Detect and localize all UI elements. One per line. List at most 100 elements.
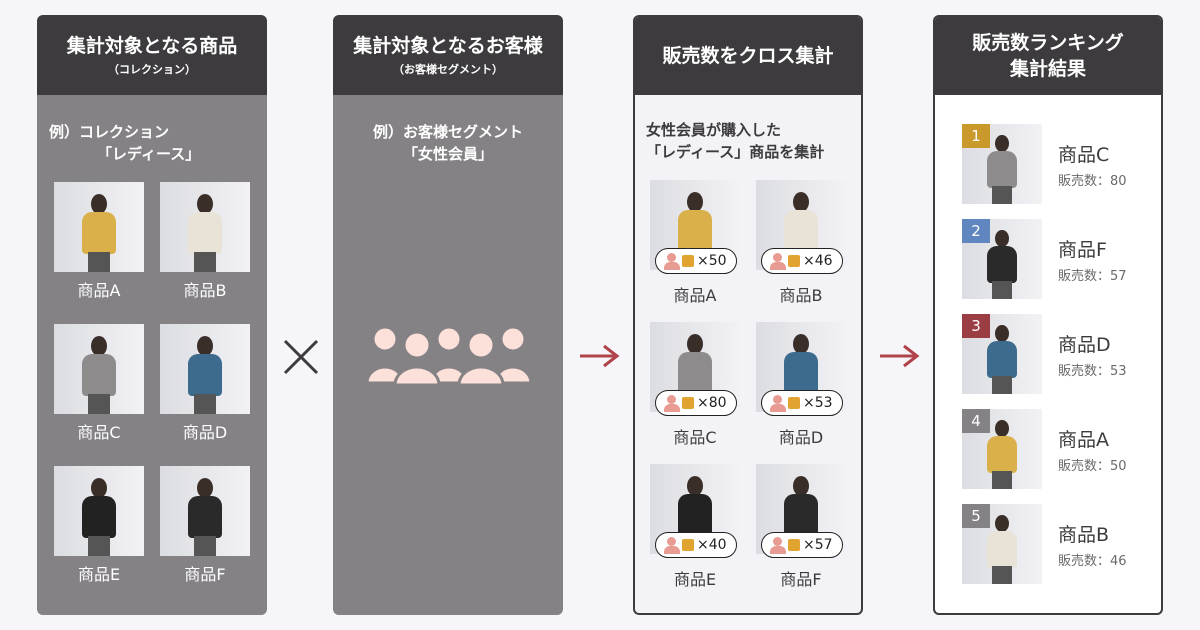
- segment-note: 例）お客様セグメント 「女性会員」: [333, 121, 563, 165]
- product-label: 商品A: [673, 286, 717, 305]
- model-head: [91, 194, 107, 214]
- collection-note: 例）コレクション 「レディース」: [49, 121, 200, 165]
- product-photo: [160, 182, 250, 272]
- model-head: [687, 334, 703, 354]
- product-photo: [54, 324, 144, 414]
- product-label: 商品B: [183, 281, 227, 300]
- segment-body: 例）お客様セグメント 「女性会員」: [333, 95, 563, 615]
- model-legs: [992, 281, 1012, 299]
- purchase-count-badge: ×40: [655, 532, 737, 558]
- model-shirt: [678, 494, 712, 536]
- model-shirt: [678, 210, 712, 252]
- ranking-title: 販売数ランキング: [972, 32, 1124, 54]
- purchase-count-badge: ×50: [655, 248, 737, 274]
- model-head: [793, 192, 809, 212]
- model-head: [994, 324, 1010, 343]
- model-shirt: [188, 496, 222, 538]
- model-shirt: [678, 352, 712, 394]
- model-shirt: [82, 212, 116, 254]
- product-label: 商品D: [182, 423, 228, 442]
- model-head: [793, 476, 809, 496]
- model-legs: [992, 376, 1012, 394]
- person-icon: [770, 537, 786, 554]
- product-label: 商品E: [673, 570, 717, 589]
- model-head: [687, 476, 703, 496]
- model-head: [793, 334, 809, 354]
- product-label: 商品E: [77, 565, 121, 584]
- model-legs: [992, 471, 1012, 489]
- cross-tab-note: 女性会員が購入した 「レディース」商品を集計: [646, 119, 824, 163]
- product-photo: [160, 324, 250, 414]
- model-head: [994, 229, 1010, 248]
- product-photo: [54, 466, 144, 556]
- purchase-count: ×53: [803, 395, 833, 411]
- model-shirt: [986, 530, 1018, 568]
- product-label: 商品D: [778, 428, 824, 447]
- model-shirt: [784, 210, 818, 252]
- rank-badge: 5: [962, 504, 990, 528]
- times-icon: [283, 339, 319, 375]
- product-label: 商品F: [780, 570, 822, 589]
- purchase-count-badge: ×53: [761, 390, 843, 416]
- model-legs: [194, 252, 216, 272]
- product-label: 商品B: [779, 286, 823, 305]
- rank-badge: 3: [962, 314, 990, 338]
- model-head: [197, 478, 213, 498]
- note-line: 例）コレクション: [49, 123, 170, 141]
- model-shirt: [82, 496, 116, 538]
- ranked-product-name: 商品C: [1058, 144, 1110, 166]
- model-head: [197, 336, 213, 356]
- segment-subtitle: （お客様セグメント）: [393, 63, 503, 76]
- cross-tab-title: 販売数をクロス集計: [662, 45, 834, 67]
- model-head: [994, 419, 1010, 438]
- model-head: [91, 336, 107, 356]
- segment-header: 集計対象となるお客様 （お客様セグメント）: [333, 15, 563, 95]
- shopping-bag-icon: [682, 539, 694, 551]
- model-head: [687, 192, 703, 212]
- collection-subtitle: （コレクション）: [108, 63, 196, 76]
- model-head: [197, 194, 213, 214]
- sales-count: 販売数：80: [1058, 174, 1127, 189]
- rank-badge: 1: [962, 124, 990, 148]
- collection-header: 集計対象となる商品 （コレクション）: [37, 15, 267, 95]
- model-legs: [88, 394, 110, 414]
- product-photo: [962, 409, 1042, 489]
- ranked-product-name: 商品F: [1058, 239, 1107, 261]
- segment-column: 集計対象となるお客様 （お客様セグメント） 例）お客様セグメント 「女性会員」: [333, 15, 563, 615]
- model-shirt: [82, 354, 116, 396]
- product-photo: [160, 466, 250, 556]
- product-label: 商品C: [673, 428, 717, 447]
- shopping-bag-icon: [788, 539, 800, 551]
- purchase-count: ×40: [697, 537, 727, 553]
- model-head: [91, 478, 107, 498]
- purchase-count-badge: ×57: [761, 532, 843, 558]
- model-head: [994, 134, 1010, 153]
- shopping-bag-icon: [682, 397, 694, 409]
- cross-tab-column: 販売数をクロス集計 女性会員が購入した 「レディース」商品を集計 ×50 商品A ×…: [633, 15, 863, 615]
- ranked-product-name: 商品A: [1058, 429, 1109, 451]
- model-legs: [88, 252, 110, 272]
- note-line: 「女性会員」: [402, 145, 493, 163]
- person-icon: [770, 395, 786, 412]
- ranking-header: 販売数ランキング 集計結果: [935, 17, 1161, 95]
- rank-badge: 4: [962, 409, 990, 433]
- model-legs: [88, 536, 110, 556]
- model-shirt: [784, 352, 818, 394]
- product-label: 商品C: [77, 423, 121, 442]
- person-icon: [664, 537, 680, 554]
- note-line: 例）お客様セグメント: [372, 123, 523, 141]
- person-icon: [664, 395, 680, 412]
- model-shirt: [986, 435, 1018, 473]
- model-shirt: [188, 354, 222, 396]
- purchase-count: ×80: [697, 395, 727, 411]
- shopping-bag-icon: [788, 397, 800, 409]
- purchase-count-badge: ×46: [761, 248, 843, 274]
- purchase-count: ×46: [803, 253, 833, 269]
- rank-badge: 2: [962, 219, 990, 243]
- sales-count: 販売数：57: [1058, 269, 1127, 284]
- segment-title: 集計対象となるお客様: [353, 35, 543, 57]
- note-line: 女性会員が購入した: [646, 121, 782, 139]
- product-photo: [54, 182, 144, 272]
- people-group-icon: [365, 325, 533, 385]
